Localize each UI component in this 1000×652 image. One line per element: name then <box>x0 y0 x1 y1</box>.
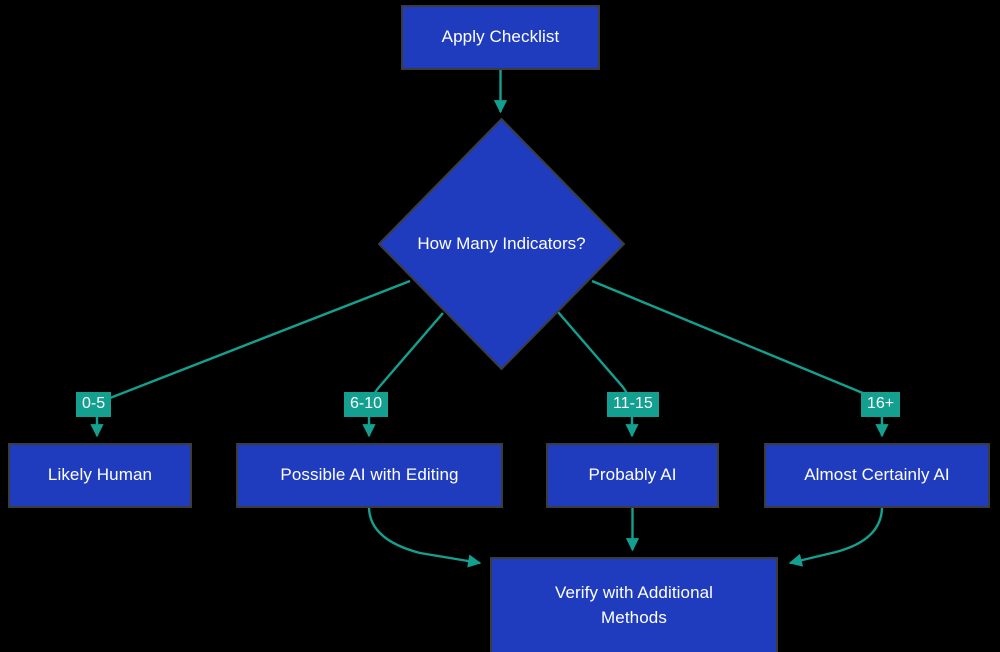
edge-label-6-10: 6-10 <box>344 392 389 418</box>
edge-label-16plus: 16+ <box>861 392 901 418</box>
node-almost-certainly-ai-label: Almost Certainly AI <box>804 465 950 485</box>
node-almost-certainly-ai[interactable]: Almost Certainly AI <box>764 443 990 508</box>
node-possible-ai-with-editing-label: Possible AI with Editing <box>280 465 459 485</box>
node-possible-ai-with-editing[interactable]: Possible AI with Editing <box>236 443 503 508</box>
node-probably-ai[interactable]: Probably AI <box>546 443 719 508</box>
node-verify-with-additional-methods[interactable]: Verify with Additional Methods <box>490 557 778 652</box>
node-probably-ai-label: Probably AI <box>588 465 677 485</box>
node-likely-human[interactable]: Likely Human <box>8 443 192 508</box>
verify-label-line-1: Verify with Additional <box>554 582 714 602</box>
node-how-many-indicators-label: How Many Indicators? <box>417 234 586 253</box>
node-likely-human-label: Likely Human <box>47 465 153 485</box>
edge-possible-ai-to-verify <box>367 507 482 568</box>
edge-label-11-15: 11-15 <box>607 392 659 418</box>
node-apply-checklist[interactable]: Apply Checklist <box>401 5 600 70</box>
edge-almost-certainly-ai-to-verify <box>788 507 884 567</box>
diamond-shape <box>378 118 625 370</box>
verify-label-line-2: Methods <box>601 607 667 627</box>
node-how-many-indicators[interactable]: How Many Indicators? <box>378 118 625 370</box>
edge-label-0-5: 0-5 <box>76 392 112 418</box>
node-verify-with-additional-methods-label: Verify with Additional Methods <box>545 581 723 630</box>
node-apply-checklist-label: Apply Checklist <box>441 27 560 47</box>
